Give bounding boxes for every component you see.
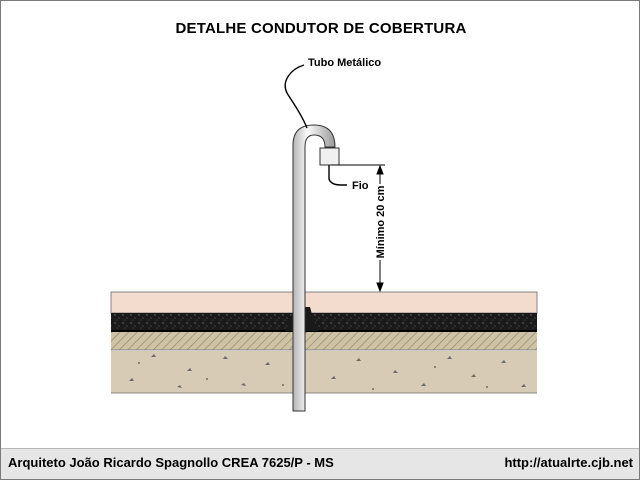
aggregate-marks (129, 354, 526, 390)
min-height-label: Mínimo 20 cm (375, 185, 387, 258)
waterproofing-layer (111, 313, 537, 331)
concrete-slab (111, 351, 537, 393)
pipe-leader (284, 64, 308, 129)
pipe-label: Tubo Metálico (308, 57, 381, 69)
pipe-cap (319, 147, 340, 166)
author-credit: Arquiteto João Ricardo Spagnollo CREA 76… (8, 455, 334, 470)
metal-pipe (292, 124, 336, 412)
wire-leader (328, 165, 347, 186)
website-link[interactable]: http://atualrte.cjb.net (504, 455, 633, 470)
mortar-hatch (111, 332, 537, 350)
drawing-title: DETALHE CONDUTOR DE COBERTURA (175, 20, 467, 37)
footer-bar: Arquiteto João Ricardo Spagnollo CREA 76… (1, 448, 639, 479)
wire-label: Fio (352, 180, 369, 192)
finish-layer (110, 291, 538, 314)
